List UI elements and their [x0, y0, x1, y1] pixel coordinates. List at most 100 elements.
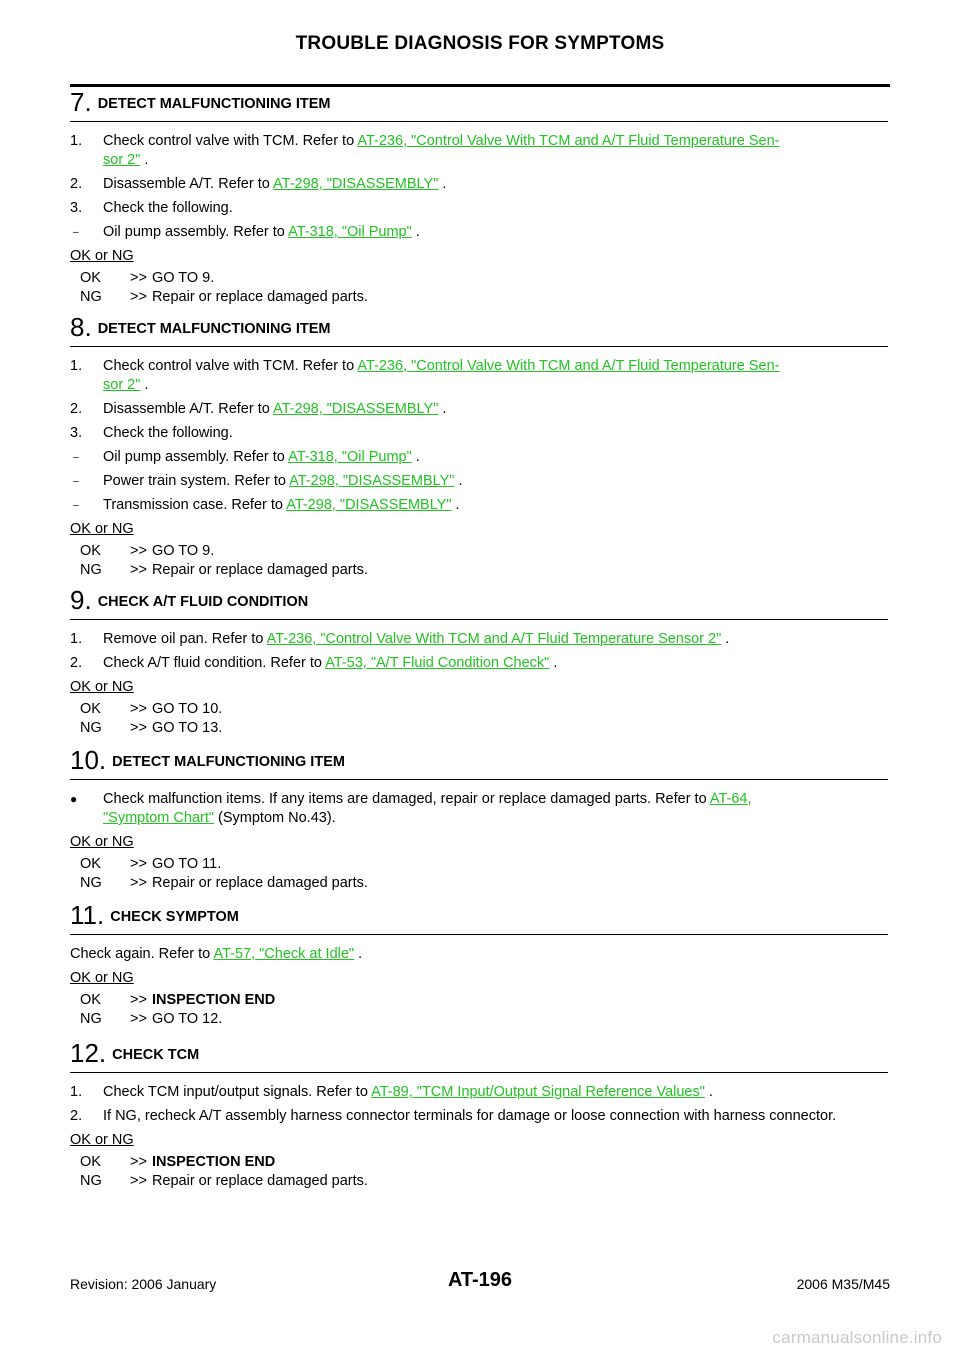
result-value: GO TO 13. — [151, 720, 223, 736]
section-title: CHECK A/T FLUID CONDITION — [97, 594, 309, 610]
step-number: 2. — [70, 401, 83, 417]
step-text-end: . — [549, 655, 558, 671]
step-line: 3. Check the following. — [70, 424, 888, 443]
section-rule — [70, 779, 888, 780]
result-value: Repair or replace damaged parts. — [151, 562, 368, 578]
sub-item-end: . — [454, 473, 463, 489]
result-ng: NG>>Repair or replace damaged parts. — [80, 874, 888, 893]
step-line: 2. Check A/T fluid condition. Refer to A… — [70, 654, 888, 673]
sub-item-text: Transmission case. Refer to — [103, 497, 287, 513]
result-value: GO TO 10. — [151, 701, 223, 717]
result-arrow: >> — [130, 289, 147, 305]
result-ok: OK>>GO TO 9. — [80, 542, 888, 561]
section-number: 11. — [70, 900, 105, 930]
paragraph: Check again. Refer to AT-57, "Check at I… — [70, 945, 888, 964]
reference-link-cont[interactable]: "Symptom Chart" — [103, 810, 215, 826]
paragraph-text: Check again. Refer to — [70, 946, 214, 962]
ok-or-ng-label: OK or NG — [70, 679, 134, 695]
section-rule — [70, 1072, 888, 1073]
reference-link[interactable]: AT-89, "TCM Input/Output Signal Referenc… — [371, 1084, 705, 1100]
step-text: Check TCM input/output signals. Refer to — [103, 1084, 372, 1100]
paragraph-end: . — [354, 946, 363, 962]
reference-link[interactable]: AT-318, "Oil Pump" — [288, 224, 412, 240]
result-arrow: >> — [130, 856, 147, 872]
result-key: NG — [80, 720, 102, 736]
bullet-text-end: (Symptom No.43). — [214, 810, 336, 826]
reference-link[interactable]: AT-298, "DISASSEMBLY" — [289, 473, 455, 489]
section-title: CHECK TCM — [112, 1047, 200, 1063]
section-number: 7. — [70, 87, 92, 117]
sub-item-text: Oil pump assembly. Refer to — [103, 449, 289, 465]
result-key: OK — [80, 701, 101, 717]
reference-link-cont[interactable]: sor 2" — [103, 152, 141, 168]
step-text: Check the following. — [103, 200, 233, 216]
sub-item: – Power train system. Refer to AT-298, "… — [70, 472, 888, 491]
step-line: 1. Check control valve with TCM. Refer t… — [70, 132, 888, 170]
result-value: Repair or replace damaged parts. — [151, 875, 368, 891]
result-key: NG — [80, 289, 102, 305]
ok-or-ng-label: OK or NG — [70, 1132, 134, 1148]
section-rule — [70, 121, 888, 122]
section-title: DETECT MALFUNCTIONING ITEM — [97, 321, 331, 337]
section-12: 12. CHECK TCM 1. Check TCM input/output … — [70, 1040, 888, 1191]
reference-link[interactable]: AT-298, "DISASSEMBLY" — [286, 497, 452, 513]
result-key: OK — [80, 270, 101, 286]
step-text-end: . — [704, 1084, 713, 1100]
step-text: Disassemble A/T. Refer to — [103, 401, 274, 417]
page-number: AT-196 — [447, 1269, 513, 1291]
bullet-item: ● Check malfunction items. If any items … — [70, 790, 888, 828]
step-text: Disassemble A/T. Refer to — [103, 176, 274, 192]
reference-link[interactable]: AT-57, "Check at Idle" — [213, 946, 355, 962]
step-text-end: . — [140, 152, 149, 168]
reference-link[interactable]: AT-318, "Oil Pump" — [288, 449, 412, 465]
sub-item-end: . — [411, 449, 420, 465]
result-arrow: >> — [130, 992, 147, 1008]
title-rule — [70, 84, 890, 87]
reference-link[interactable]: AT-236, "Control Valve With TCM and A/T … — [357, 133, 780, 149]
result-ok: OK>>INSPECTION END — [80, 991, 888, 1010]
sub-item: – Oil pump assembly. Refer to AT-318, "O… — [70, 223, 888, 242]
section-rule — [70, 619, 888, 620]
result-value: INSPECTION END — [151, 1154, 276, 1170]
dash-marker: – — [73, 452, 79, 463]
step-text-end: . — [438, 176, 447, 192]
sub-item-end: . — [411, 224, 420, 240]
result-key: OK — [80, 992, 101, 1008]
revision-date: Revision: 2006 January — [70, 1276, 217, 1292]
reference-link[interactable]: AT-64, — [709, 791, 752, 807]
step-text: Check A/T fluid condition. Refer to — [103, 655, 326, 671]
result-arrow: >> — [130, 875, 147, 891]
result-ok: OK>>INSPECTION END — [80, 1153, 888, 1172]
reference-link[interactable]: AT-236, "Control Valve With TCM and A/T … — [357, 358, 780, 374]
result-ng: NG>>GO TO 13. — [80, 719, 888, 738]
section-11: 11. CHECK SYMPTOM Check again. Refer to … — [70, 902, 888, 1029]
step-number: 1. — [70, 133, 83, 149]
reference-link[interactable]: AT-53, "A/T Fluid Condition Check" — [325, 655, 550, 671]
reference-link[interactable]: AT-298, "DISASSEMBLY" — [273, 176, 439, 192]
result-arrow: >> — [130, 562, 147, 578]
sub-item: – Transmission case. Refer to AT-298, "D… — [70, 496, 888, 515]
sub-item-end: . — [451, 497, 460, 513]
ok-or-ng-label: OK or NG — [70, 970, 134, 986]
section-9: 9. CHECK A/T FLUID CONDITION 1. Remove o… — [70, 587, 888, 738]
dash-marker: – — [73, 227, 79, 238]
result-key: OK — [80, 1154, 101, 1170]
model-name: 2006 M35/M45 — [796, 1276, 890, 1292]
reference-link[interactable]: AT-236, "Control Valve With TCM and A/T … — [266, 631, 722, 647]
result-key: NG — [80, 1011, 102, 1027]
result-ok: OK>>GO TO 9. — [80, 269, 888, 288]
section-rule — [70, 346, 888, 347]
step-number: 3. — [70, 200, 83, 216]
dash-marker: – — [73, 476, 79, 487]
step-line: 1. Remove oil pan. Refer to AT-236, "Con… — [70, 630, 888, 649]
step-text: Remove oil pan. Refer to — [103, 631, 267, 647]
result-ng: NG>>GO TO 12. — [80, 1010, 888, 1029]
reference-link[interactable]: AT-298, "DISASSEMBLY" — [273, 401, 439, 417]
step-line: 1. Check control valve with TCM. Refer t… — [70, 357, 888, 395]
bullet-text: Check malfunction items. If any items ar… — [103, 791, 710, 807]
section-title: DETECT MALFUNCTIONING ITEM — [112, 754, 345, 770]
result-value: Repair or replace damaged parts. — [151, 289, 368, 305]
reference-link-cont[interactable]: sor 2" — [103, 377, 141, 393]
result-arrow: >> — [130, 270, 147, 286]
section-number: 10. — [70, 745, 107, 775]
